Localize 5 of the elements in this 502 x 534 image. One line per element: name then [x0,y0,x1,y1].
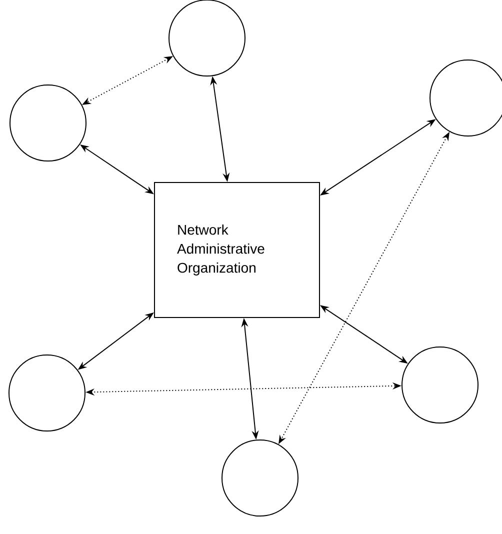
circle-node [222,440,298,516]
process-box: Network Administrative Organization [154,182,320,318]
circle-node [402,346,478,424]
circle-node [10,84,86,162]
circle-node [8,354,86,432]
